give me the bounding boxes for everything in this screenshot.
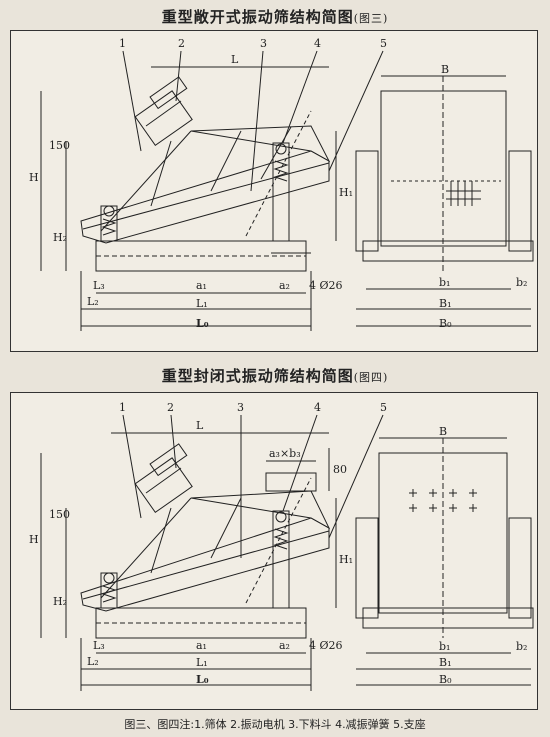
end-support-right bbox=[508, 517, 532, 619]
label-5: 5 bbox=[380, 401, 387, 414]
cross-beam-1 bbox=[150, 507, 172, 574]
end-support-left bbox=[355, 150, 379, 252]
label-L1: L₁ bbox=[196, 656, 208, 669]
label-B0: B₀ bbox=[439, 673, 452, 686]
top-frame bbox=[190, 125, 331, 163]
label-a2: a₂ bbox=[279, 279, 290, 292]
label-H: H bbox=[29, 533, 39, 546]
leader-4 bbox=[282, 414, 318, 512]
side-plate-edge bbox=[100, 497, 192, 599]
label-L0: L₀ bbox=[196, 673, 209, 686]
label-2: 2 bbox=[178, 37, 185, 50]
figure3-title: 重型敞开式振动筛结构简图(图三) bbox=[161, 8, 389, 26]
label-2: 2 bbox=[167, 401, 174, 414]
label-H2: H₂ bbox=[53, 595, 67, 608]
side-view bbox=[40, 50, 384, 331]
leader-1 bbox=[122, 50, 142, 152]
label-b1: b₁ bbox=[439, 276, 450, 289]
label-H: H bbox=[29, 171, 39, 184]
cover-bolts bbox=[409, 489, 477, 512]
label-150: 150 bbox=[49, 508, 70, 521]
side-view bbox=[40, 414, 384, 691]
label-1: 1 bbox=[119, 401, 126, 414]
figure4-drawing: 1 2 3 4 5 L a₃×b₃ 80 B 150 H H₂ H₁ L₃ a₁… bbox=[29, 401, 534, 691]
label-3: 3 bbox=[237, 401, 244, 414]
leader-3 bbox=[250, 50, 264, 192]
label-L: L bbox=[231, 53, 239, 66]
figure4-title: 重型封闭式振动筛结构简图(图四) bbox=[161, 367, 389, 385]
label-b2: b₂ bbox=[516, 640, 527, 653]
label-L: L bbox=[196, 419, 204, 432]
leader-1 bbox=[122, 414, 142, 519]
label-a1: a₁ bbox=[196, 639, 207, 652]
damping-spring-right bbox=[272, 510, 290, 609]
leader-5 bbox=[328, 50, 384, 172]
screen-deck bbox=[82, 530, 330, 600]
label-b2: b₂ bbox=[516, 276, 527, 289]
top-frame bbox=[190, 490, 331, 530]
label-a2: a₂ bbox=[279, 639, 290, 652]
label-hole: 4 Ø26 bbox=[309, 279, 343, 292]
figure4-panel: 1 2 3 4 5 L a₃×b₃ 80 B 150 H H₂ H₁ L₃ a₁… bbox=[10, 392, 538, 710]
label-hole: 4 Ø26 bbox=[309, 639, 343, 652]
leader-2 bbox=[170, 414, 177, 469]
vibration-motor bbox=[134, 443, 193, 514]
label-b1: b₁ bbox=[439, 640, 450, 653]
label-L1: L₁ bbox=[196, 297, 208, 310]
label-B1: B₁ bbox=[439, 297, 452, 310]
screen-deck bbox=[82, 162, 330, 230]
side-plate-edge bbox=[100, 130, 192, 232]
label-L3: L₃ bbox=[93, 279, 105, 292]
label-B1: B₁ bbox=[439, 656, 452, 669]
cross-beam-2 bbox=[210, 497, 242, 559]
end-base bbox=[362, 607, 534, 629]
label-a1: a₁ bbox=[196, 279, 207, 292]
label-H1: H₁ bbox=[339, 186, 353, 199]
figure3-drawing: 1 2 3 4 5 L B 150 H H₂ H₁ L₃ a₁ a₂ 4 Ø26… bbox=[29, 37, 534, 331]
label-L2: L₂ bbox=[87, 295, 99, 308]
label-1: 1 bbox=[119, 37, 126, 50]
label-H1: H₁ bbox=[339, 553, 353, 566]
hopper-outline bbox=[245, 477, 312, 604]
label-H2: H₂ bbox=[53, 231, 67, 244]
figure3-panel: 1 2 3 4 5 L B 150 H H₂ H₁ L₃ a₁ a₂ 4 Ø26… bbox=[10, 30, 538, 352]
label-80: 80 bbox=[333, 463, 347, 476]
vibration-motor bbox=[134, 76, 193, 147]
screen-body bbox=[80, 517, 330, 612]
cross-beam-2 bbox=[210, 130, 242, 192]
label-150: 150 bbox=[49, 139, 70, 152]
damping-spring-left bbox=[100, 572, 118, 609]
outlet-box bbox=[265, 472, 317, 492]
end-support-left bbox=[355, 517, 379, 619]
screen-body bbox=[80, 150, 330, 244]
screen-mesh bbox=[446, 181, 481, 206]
hopper-outline bbox=[245, 110, 312, 237]
end-view bbox=[355, 75, 534, 327]
label-5: 5 bbox=[380, 37, 387, 50]
end-base bbox=[362, 240, 534, 262]
leader-4 bbox=[282, 50, 318, 144]
label-L0: L₀ bbox=[196, 317, 209, 330]
end-support-right bbox=[508, 150, 532, 252]
label-4: 4 bbox=[314, 401, 321, 414]
leader-2 bbox=[175, 50, 182, 102]
label-B: B bbox=[441, 63, 449, 76]
label-a3b3: a₃×b₃ bbox=[269, 447, 301, 460]
label-4: 4 bbox=[314, 37, 321, 50]
leader-5 bbox=[328, 414, 384, 539]
label-B: B bbox=[439, 425, 447, 438]
label-B0: B₀ bbox=[439, 317, 452, 330]
label-L3: L₃ bbox=[93, 639, 105, 652]
damping-spring-left bbox=[100, 205, 118, 242]
cross-beam-1 bbox=[150, 140, 172, 207]
damping-spring-right bbox=[272, 142, 290, 242]
end-view bbox=[355, 437, 534, 686]
label-3: 3 bbox=[260, 37, 267, 50]
label-L2: L₂ bbox=[87, 655, 99, 668]
footnote: 图三、图四注:1.筛体 2.振动电机 3.下料斗 4.减振弹簧 5.支座 bbox=[124, 718, 426, 731]
